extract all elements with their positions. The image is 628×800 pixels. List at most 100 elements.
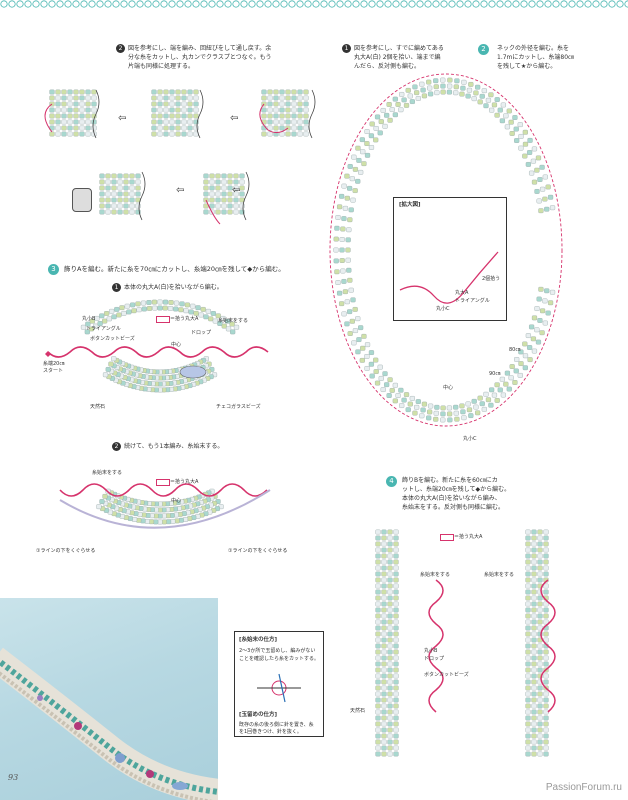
bead — [466, 407, 473, 413]
border-scallop — [112, 0, 120, 8]
bead — [543, 601, 549, 607]
bead — [303, 131, 309, 137]
bead — [427, 409, 433, 415]
bead — [297, 119, 303, 125]
bead — [285, 107, 291, 113]
bead — [407, 93, 413, 99]
bead — [539, 186, 546, 192]
bead — [79, 95, 85, 101]
bead — [488, 92, 494, 98]
bead — [375, 739, 381, 745]
bead — [525, 649, 531, 655]
border-scallop — [72, 0, 80, 8]
thread-line — [540, 579, 556, 713]
bead — [393, 661, 399, 667]
bead — [485, 397, 492, 403]
bead — [537, 625, 543, 631]
bead — [108, 361, 114, 367]
border-scallop — [472, 0, 480, 8]
bead — [393, 577, 399, 583]
bead — [393, 685, 399, 691]
bead — [181, 131, 187, 137]
bead — [530, 336, 537, 342]
bead — [522, 153, 528, 159]
bead — [129, 185, 135, 191]
border-scallop — [64, 0, 72, 8]
bead — [273, 125, 279, 131]
right-step-2-line-3: を残して★から編む。 — [497, 63, 557, 70]
bead — [355, 349, 361, 355]
bead — [454, 416, 460, 422]
bead — [193, 89, 199, 95]
bead — [151, 299, 158, 305]
bead — [135, 179, 141, 185]
bead — [460, 85, 466, 91]
bead — [525, 751, 531, 757]
bead — [534, 167, 540, 173]
bead — [123, 179, 129, 185]
bead — [61, 101, 67, 107]
bead — [375, 685, 381, 691]
bead — [267, 89, 273, 95]
border-scallop — [304, 0, 312, 8]
page-number: 93 — [8, 773, 19, 782]
bead — [405, 407, 411, 413]
border-scallop — [224, 0, 232, 8]
bead — [375, 655, 381, 661]
bead — [99, 197, 105, 203]
border-scallop — [352, 0, 360, 8]
bead — [347, 277, 353, 283]
bead — [375, 649, 381, 655]
bead — [297, 107, 303, 113]
bead — [364, 141, 370, 146]
bead — [534, 189, 540, 194]
label-thread-20: 糸端20㎝ — [43, 361, 65, 367]
bead — [381, 715, 387, 721]
bead — [356, 157, 362, 163]
bead — [205, 308, 211, 314]
step-2-line-1: 図を参考にし、端を編み、回紐びをして通し戻す。余 — [128, 45, 272, 52]
bead — [525, 541, 531, 547]
bead — [499, 118, 505, 124]
bead — [273, 119, 279, 125]
bead — [513, 368, 519, 374]
notes-knot-title: [玉留めの仕方] — [239, 712, 278, 718]
border-scallop — [152, 0, 160, 8]
bead — [303, 89, 309, 95]
bead — [387, 703, 393, 709]
border-scallop — [104, 0, 112, 8]
border-scallop — [216, 0, 224, 8]
bead — [279, 125, 285, 131]
bead — [525, 661, 531, 667]
bead — [543, 733, 549, 739]
border-scallop — [432, 0, 440, 8]
bead — [525, 601, 531, 607]
bead — [335, 280, 341, 285]
bead — [537, 529, 543, 535]
bead — [227, 203, 233, 209]
bead — [233, 209, 239, 215]
bead — [146, 306, 153, 311]
bead — [181, 125, 187, 131]
label-center-2: 中心 — [171, 498, 182, 504]
bead — [111, 179, 117, 185]
bead — [373, 126, 379, 131]
bead — [291, 101, 297, 107]
bead — [261, 95, 267, 101]
bead — [381, 619, 387, 625]
right-step-1-line-3: んだら、反対側も編む。 — [354, 63, 421, 70]
bead — [543, 649, 549, 655]
bead — [393, 733, 399, 739]
border-scallop — [184, 0, 192, 8]
bead — [93, 323, 99, 329]
bead — [525, 589, 531, 595]
bead — [543, 553, 549, 559]
bead — [157, 95, 163, 101]
bead — [387, 613, 393, 619]
bead — [537, 613, 543, 619]
bead — [387, 529, 393, 535]
bead — [215, 179, 221, 185]
bead — [531, 583, 537, 589]
enlarged-title: [拡大図] — [399, 202, 421, 208]
bead — [421, 401, 428, 407]
